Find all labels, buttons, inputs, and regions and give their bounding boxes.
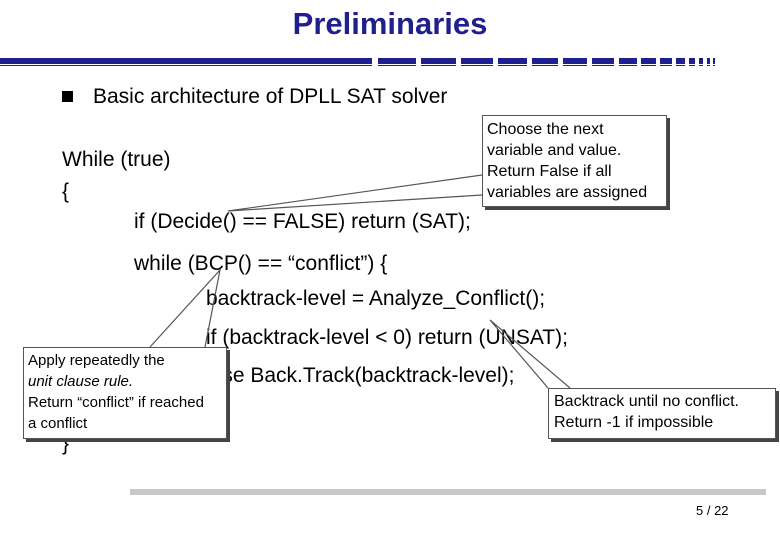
callout-decide-line: Choose the next (487, 121, 604, 138)
callout-bcp-line: Return “conflict” if reached (28, 394, 204, 411)
bullet-text: Basic architecture of DPLL SAT solver (93, 85, 448, 108)
pointer-decide (227, 174, 483, 212)
callout-bcp-line: Apply repeatedly the (28, 352, 165, 369)
footer-bar (130, 489, 766, 495)
callout-decide: Choose the next variable and value. Retu… (482, 115, 667, 207)
code-line-bcp: while (BCP() == “conflict”) { (134, 252, 388, 275)
callout-backtrack-line: Return -1 if impossible (554, 414, 714, 431)
code-line-decide: if (Decide() == FALSE) return (SAT); (134, 210, 471, 233)
callout-decide-line: variable and value. (487, 142, 622, 159)
code-line-while: While (true) (62, 148, 171, 171)
callout-bcp: Apply repeatedly the unit clause rule. R… (23, 347, 227, 439)
pointer-backtrack (489, 319, 571, 389)
callout-decide-line: Return False if all (487, 163, 612, 180)
code-line-analyze: backtrack-level = Analyze_Conflict(); (206, 287, 546, 310)
pointer-bcp (149, 268, 221, 348)
callout-backtrack-line: Backtrack until no conflict. (554, 393, 739, 410)
code-line-unsat: if (backtrack-level < 0) return (UNSAT); (206, 326, 568, 349)
callout-backtrack: Backtrack until no conflict. Return -1 i… (548, 388, 776, 439)
code-line-backtrack: else Back.Track(backtrack-level); (206, 364, 515, 387)
callout-bcp-line: a conflict (28, 415, 88, 432)
callout-bcp-line: unit clause rule. (28, 373, 134, 390)
code-line-open-brace: { (62, 180, 70, 203)
page-number: 5 / 22 (696, 503, 729, 518)
code-line-close-outer: } (62, 432, 70, 455)
callout-decide-line: variables are assigned (487, 184, 648, 201)
slide-title: Preliminaries (292, 6, 488, 41)
bullet-marker (62, 91, 73, 102)
